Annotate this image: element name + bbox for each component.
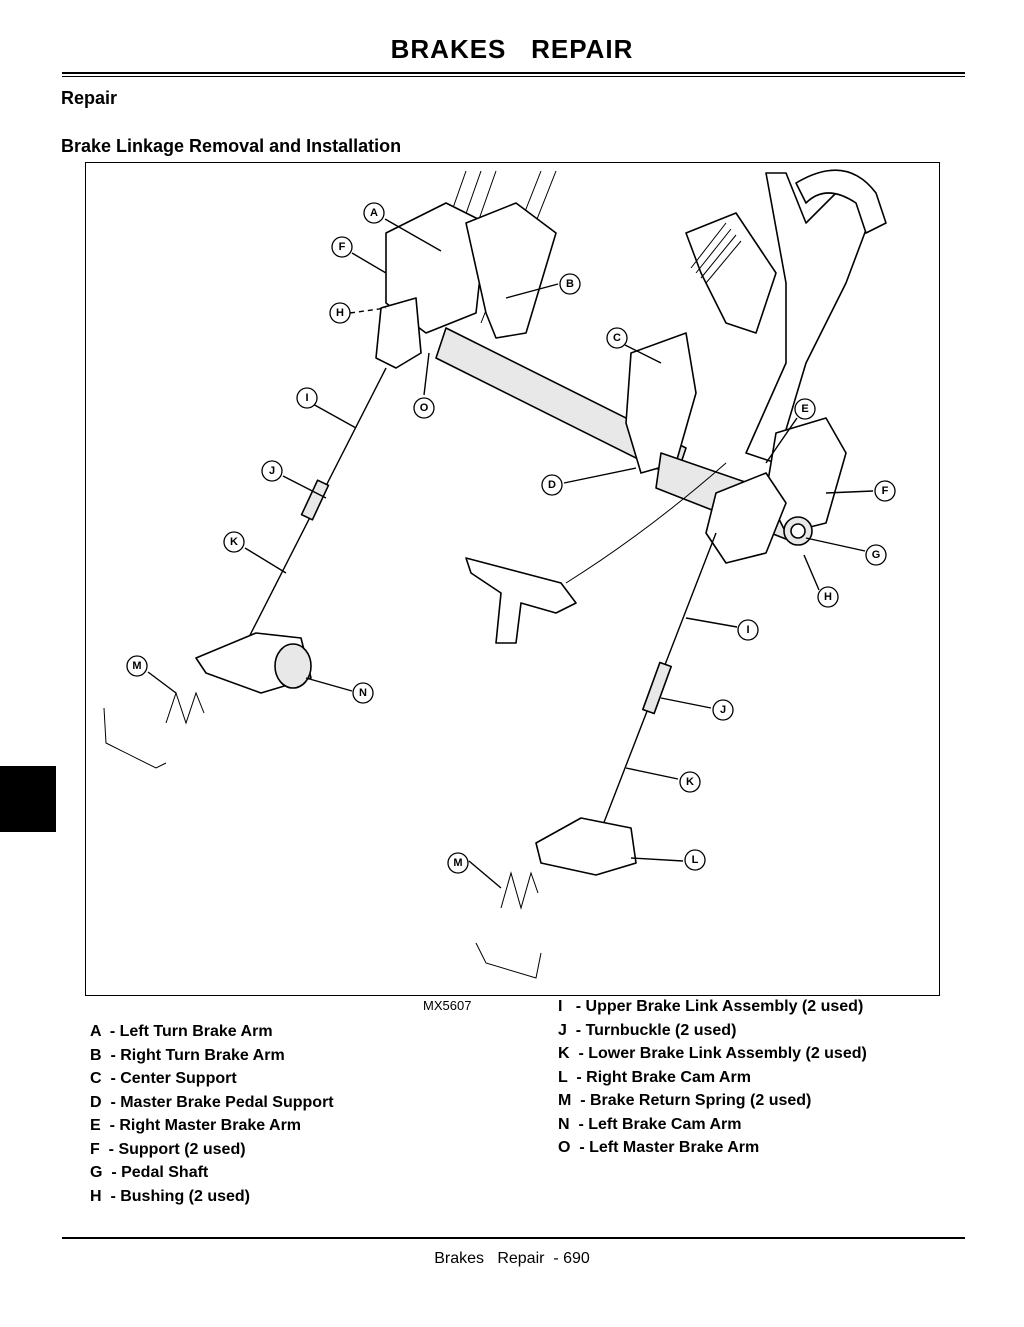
legend-item: D - Master Brake Pedal Support <box>90 1093 334 1111</box>
legend-item: N - Left Brake Cam Arm <box>558 1115 742 1133</box>
legend-item: J - Turnbuckle (2 used) <box>558 1021 737 1039</box>
callout-I-right: I <box>737 619 759 641</box>
right-turnbuckle <box>642 661 672 715</box>
section-thumb-tab <box>0 766 56 832</box>
legend-item: G - Pedal Shaft <box>90 1164 209 1181</box>
svg-text:F: F <box>339 241 346 253</box>
legend-item: F - Support (2 used) <box>90 1140 246 1158</box>
pedal-support-bracket <box>465 557 577 644</box>
page-title: BRAKES REPAIR <box>390 34 634 64</box>
svg-text:L: L <box>692 854 699 866</box>
svg-text:I: I <box>746 624 749 636</box>
callout-J: J <box>261 460 283 482</box>
left-turnbuckle <box>300 479 330 521</box>
svg-text:C: C <box>613 332 621 344</box>
left-hook-pin <box>103 707 167 769</box>
left-return-spring <box>165 691 205 725</box>
legend-item: I - Upper Brake Link Assembly (2 used) <box>558 998 864 1015</box>
brake-linkage-diagram: A F H I O J K M N B C D E F G H I J K L … <box>85 162 940 996</box>
ratchet-plate <box>685 212 777 334</box>
svg-text:M: M <box>132 660 141 672</box>
callout-B: B <box>559 273 581 295</box>
svg-text:H: H <box>824 591 832 603</box>
right-hook-pin <box>475 942 542 979</box>
callout-M-right: M <box>447 852 469 874</box>
svg-text:M: M <box>453 857 462 869</box>
callout-E: E <box>794 398 816 420</box>
callout-H-right: H <box>817 586 839 608</box>
legend-item: B - Right Turn Brake Arm <box>90 1046 285 1064</box>
section-subheading: Brake Linkage Removal and Installation <box>61 136 402 156</box>
right-turn-brake-arm <box>465 202 557 339</box>
svg-text:G: G <box>872 549 881 561</box>
header-rule-thin <box>62 76 965 77</box>
legend-left: A - Left Turn Brake Arm B - Right Turn B… <box>90 1020 334 1208</box>
right-brake-cam-arm <box>535 817 637 876</box>
right-return-spring <box>500 871 539 910</box>
figure-code: MX5607 <box>423 998 472 1013</box>
ratchet-spring <box>690 222 742 284</box>
callout-L: L <box>684 849 706 871</box>
svg-text:B: B <box>566 278 574 290</box>
legend-item: K - Lower Brake Link Assembly (2 used) <box>558 1045 867 1062</box>
legend-right: I - Upper Brake Link Assembly (2 used) J… <box>558 995 867 1160</box>
svg-text:D: D <box>548 479 556 491</box>
legend-item: E - Right Master Brake Arm <box>90 1117 302 1134</box>
svg-text:O: O <box>420 402 429 414</box>
callout-F-right: F <box>874 480 896 502</box>
legend-item: C - Center Support <box>90 1070 237 1087</box>
callout-N: N <box>352 682 374 704</box>
legend-item: M - Brake Return Spring (2 used) <box>558 1092 812 1109</box>
callout-F: F <box>331 236 353 258</box>
svg-text:K: K <box>686 776 694 788</box>
legend-item: O - Left Master Brake Arm <box>558 1139 760 1156</box>
callout-J-right: J <box>712 699 734 721</box>
brake-pedal-arm <box>745 172 877 464</box>
right-master-brake-arm <box>705 472 787 564</box>
svg-text:I: I <box>305 392 308 404</box>
svg-text:F: F <box>882 485 889 497</box>
callout-K: K <box>223 531 245 553</box>
legend-item: L - Right Brake Cam Arm <box>558 1068 751 1086</box>
svg-text:N: N <box>359 687 367 699</box>
svg-text:K: K <box>230 536 238 548</box>
callout-K-right: K <box>679 771 701 793</box>
callout-D: D <box>541 474 563 496</box>
callout-I: I <box>296 387 318 409</box>
callout-C: C <box>606 327 628 349</box>
header-rule <box>62 72 965 74</box>
svg-text:H: H <box>336 307 344 319</box>
left-master-brake-arm <box>375 297 422 369</box>
callout-M: M <box>126 655 148 677</box>
svg-text:A: A <box>370 207 378 219</box>
page-footer: Brakes Repair - 690 <box>434 1250 590 1267</box>
footer-rule <box>62 1237 965 1239</box>
svg-text:E: E <box>801 403 808 415</box>
callout-A: A <box>363 202 385 224</box>
svg-text:J: J <box>269 465 275 477</box>
pedal-hook <box>795 169 887 234</box>
leader-lines <box>147 218 874 889</box>
legend-item: A - Left Turn Brake Arm <box>90 1023 273 1040</box>
svg-text:J: J <box>720 704 726 716</box>
legend-item: H - Bushing (2 used) <box>90 1187 250 1205</box>
left-cam-hub <box>274 643 312 689</box>
bushing <box>790 523 806 539</box>
section-heading: Repair <box>61 88 118 108</box>
brake-cable <box>565 462 727 584</box>
callout-O: O <box>413 397 435 419</box>
callout-G: G <box>865 544 887 566</box>
callout-H: H <box>329 302 351 324</box>
